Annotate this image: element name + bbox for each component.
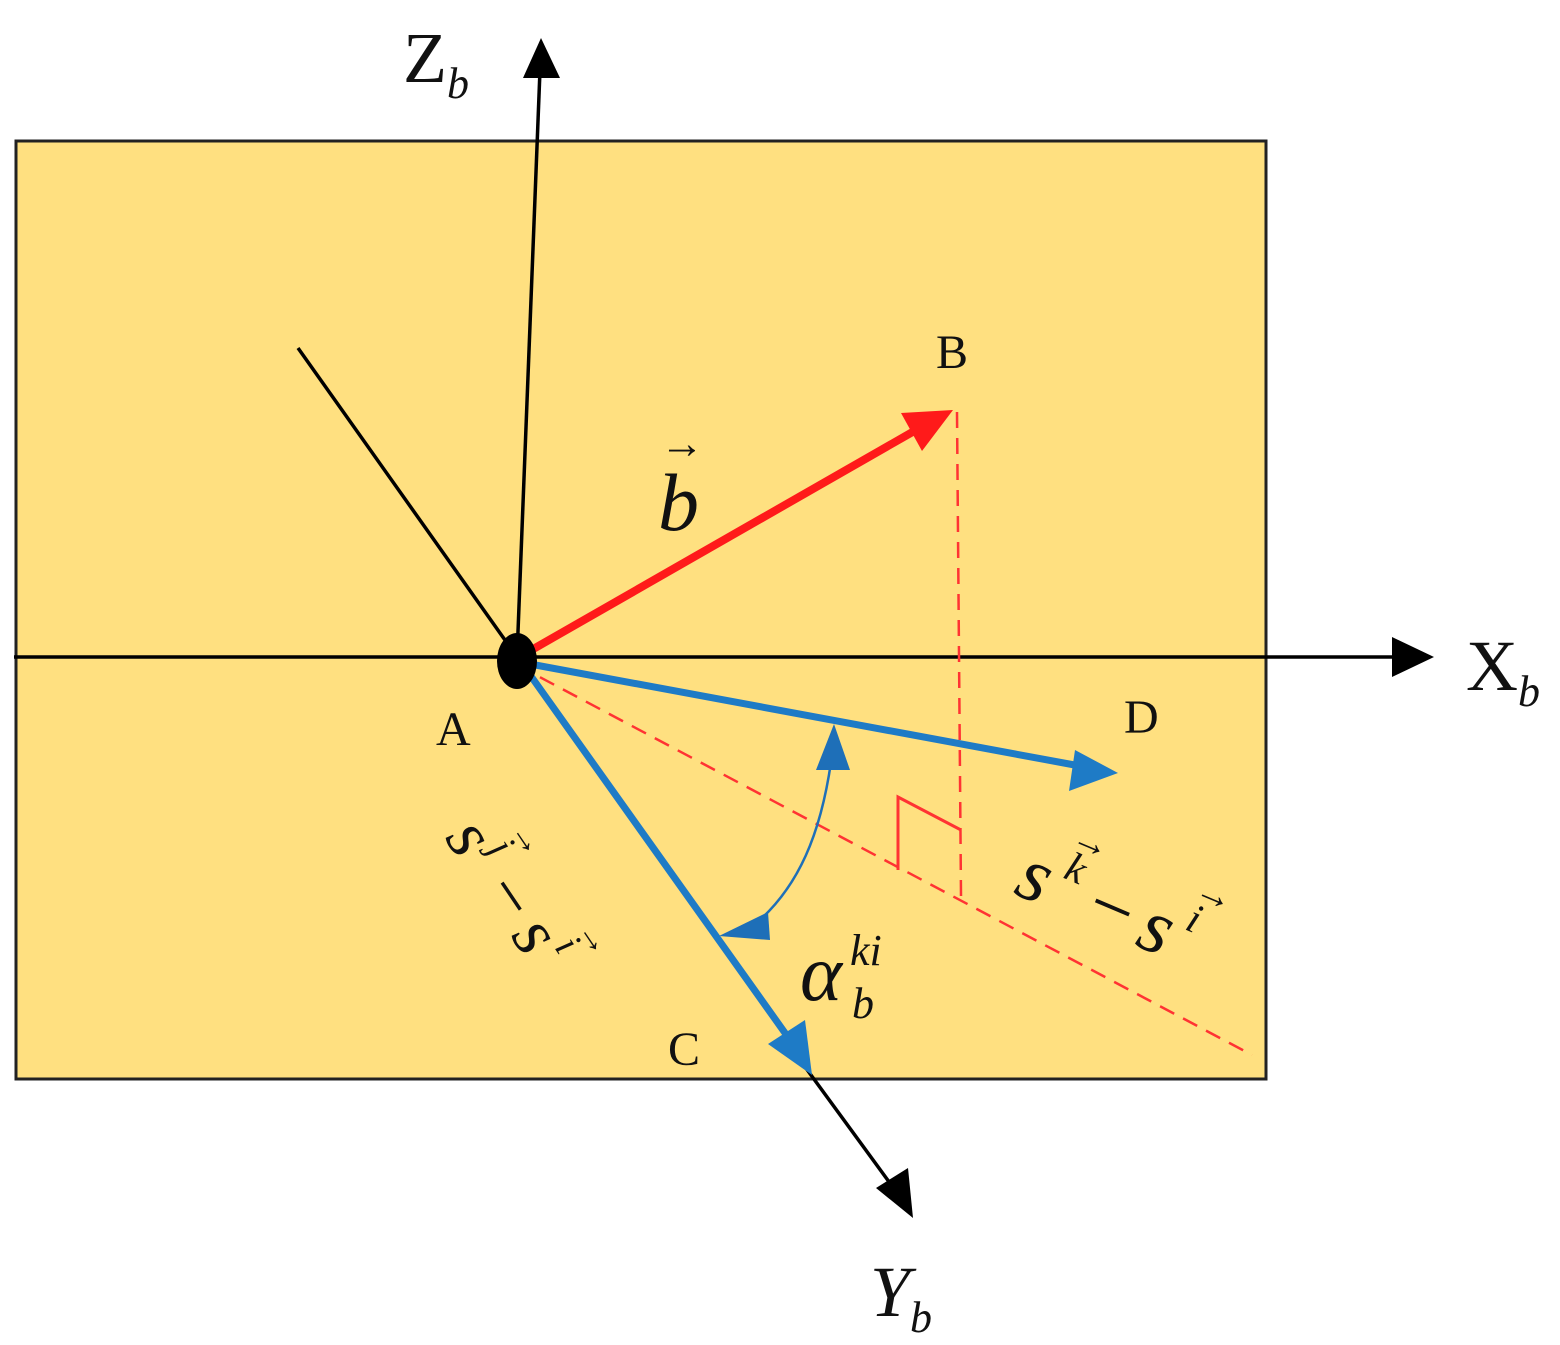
baseline-vector-arrow-symbol: → — [660, 419, 704, 468]
baseline-vector-label: b — [658, 457, 699, 548]
y-axis-label: Yb — [870, 1252, 932, 1342]
baseline-vector-arrowhead — [901, 410, 953, 451]
angle-label-main: α — [800, 930, 844, 1018]
point-d-label: D — [1124, 691, 1159, 744]
z-axis-label-sub: b — [447, 59, 469, 108]
y-axis-label-main: Y — [870, 1252, 917, 1332]
point-b-label: B — [936, 326, 968, 379]
y-axis-label-sub: b — [910, 1293, 932, 1342]
x-axis-label-sub: b — [1518, 667, 1540, 716]
upper-left-line — [296, 346, 519, 659]
point-c-label: C — [668, 1023, 700, 1076]
right-angle-mark — [896, 794, 962, 870]
angle-arc-arrowhead-top — [816, 724, 850, 770]
angle-label-sub: b — [852, 979, 874, 1028]
projection-dashed-line — [516, 663, 1253, 1057]
x-axis-label-main: X — [1466, 626, 1518, 706]
origin-point — [497, 633, 537, 689]
z-axis-line — [515, 69, 542, 658]
perpendicular-dashed-line — [955, 411, 963, 897]
reference-plane — [14, 139, 1268, 1081]
baseline-vector — [526, 426, 918, 656]
point-a-label: A — [436, 703, 471, 756]
z-axis-arrowhead — [523, 38, 560, 78]
x-axis-arrowhead — [1392, 637, 1434, 677]
angle-label-sup: ki — [850, 926, 882, 975]
vector-ac-arrowhead — [768, 1020, 812, 1075]
vector-ad-arrowhead — [1069, 750, 1118, 791]
angle-arc-arrowhead-bottom — [719, 912, 770, 940]
angle-label: α — [800, 930, 844, 1018]
y-axis-line — [798, 1058, 897, 1192]
z-axis-label: Zb — [403, 18, 469, 108]
vector-ac — [525, 669, 793, 1043]
z-axis-label-main: Z — [403, 18, 447, 98]
x-axis-label: Xb — [1466, 626, 1540, 716]
y-axis-arrowhead — [876, 1168, 913, 1218]
vector-ad — [529, 660, 1081, 770]
